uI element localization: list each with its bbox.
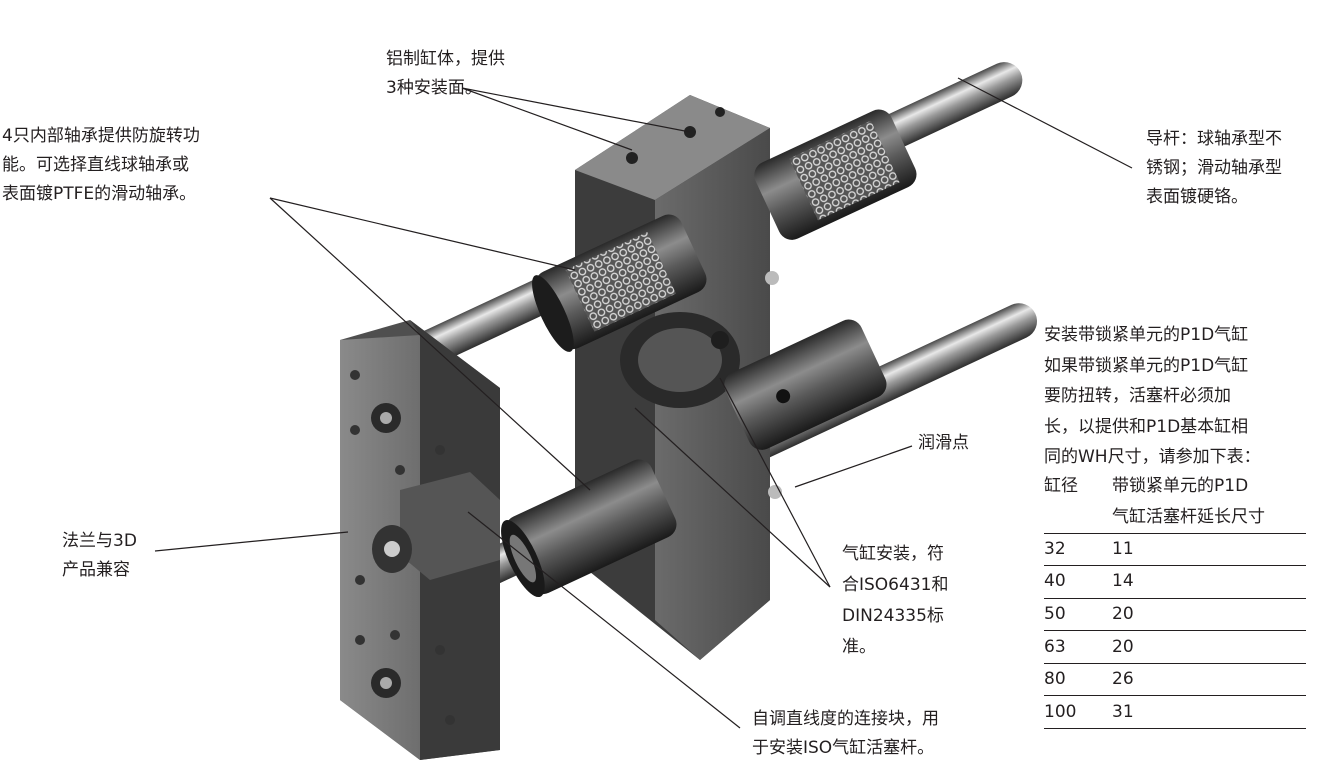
extension-cell: 20	[1112, 598, 1306, 632]
lower-bearing-rear	[724, 319, 887, 450]
extension-cell: 31	[1112, 695, 1306, 730]
callout-line: 导杆：球轴承型不	[1146, 129, 1282, 149]
callout-line: 铝制缸体，提供	[386, 49, 505, 69]
callout-line: 气缸安装，符	[842, 544, 944, 564]
callout-line: 准。	[842, 637, 876, 657]
callout-line: 能。可选择直线球轴承或	[2, 155, 189, 175]
callout-line: 于安装ISO气缸活塞杆。	[752, 738, 935, 758]
extension-cell: 14	[1112, 565, 1306, 599]
col-header-extension-line2: 气缸活塞杆延长尺寸	[1112, 501, 1306, 534]
bore-cell: 80	[1044, 663, 1112, 697]
note-title: 安装带锁紧单元的P1D气缸	[1044, 325, 1249, 345]
bore-cell: 63	[1044, 630, 1112, 664]
note-line: 长，以提供和P1D基本缸相	[1044, 416, 1249, 437]
callout-coupling-block: 自调直线度的连接块，用 于安装ISO气缸活塞杆。	[752, 705, 939, 763]
callout-line: 润滑点	[918, 433, 969, 453]
lower-bearing-front	[501, 459, 677, 598]
bore-cell: 32	[1044, 533, 1112, 567]
callout-line: 自调直线度的连接块，用	[752, 709, 939, 729]
callout-guide-rod: 导杆：球轴承型不 锈钢；滑动轴承型 表面镀硬铬。	[1146, 125, 1282, 212]
callout-line: 法兰与3D	[62, 531, 137, 551]
col-header-blank	[1044, 501, 1112, 534]
table-row: 50 20	[1044, 598, 1306, 632]
callout-line: 3种安装面。	[386, 78, 482, 98]
callout-flange: 法兰与3D 产品兼容	[62, 527, 137, 585]
rod-extension-table: 缸径 带锁紧单元的P1D 气缸活塞杆延长尺寸 32 11 40 14	[1044, 471, 1306, 730]
table-row: 32 11	[1044, 533, 1306, 567]
callout-line: 锈钢；滑动轴承型	[1146, 158, 1282, 178]
callout-line: 表面镀PTFE的滑动轴承。	[2, 184, 197, 204]
callout-line: 产品兼容	[62, 560, 130, 580]
callout-line: 合ISO6431和	[842, 575, 949, 595]
bore-cell: 100	[1044, 695, 1112, 730]
bore-cell: 50	[1044, 598, 1112, 632]
upper-bearing-rear	[754, 109, 917, 240]
flange-plate	[340, 320, 500, 760]
bore-cell: 40	[1044, 565, 1112, 599]
extension-cell: 26	[1112, 663, 1306, 697]
note-line: 要防扭转，活塞杆必须加	[1044, 386, 1231, 406]
extension-cell: 11	[1112, 533, 1306, 567]
col-header-extension: 带锁紧单元的P1D	[1112, 475, 1249, 496]
note-line: 同的WH尺寸，请参加下表：	[1044, 447, 1261, 467]
callout-aluminium-body: 铝制缸体，提供 3种安装面。	[386, 45, 505, 103]
leader-lines	[154, 77, 1133, 729]
table-row: 40 14	[1044, 565, 1306, 599]
callout-lube-point: 润滑点	[918, 429, 969, 458]
callout-internal-bearings: 4只内部轴承提供防旋转功 能。可选择直线球轴承或 表面镀PTFE的滑动轴承。	[2, 122, 200, 209]
table-row: 80 26	[1044, 663, 1306, 697]
callout-line: DIN24335标	[842, 606, 944, 626]
lock-unit-note: 安装带锁紧单元的P1D气缸 如果带锁紧单元的P1D气缸 要防扭转，活塞杆必须加 …	[1044, 320, 1306, 730]
note-line: 如果带锁紧单元的P1D气缸	[1044, 355, 1249, 376]
table-row: 63 20	[1044, 630, 1306, 664]
callout-line: 4只内部轴承提供防旋转功	[2, 126, 200, 146]
upper-bearing-front	[532, 214, 707, 352]
table-row: 100 31	[1044, 695, 1306, 730]
col-header-bore: 缸径	[1044, 475, 1078, 496]
callout-cylinder-mount: 气缸安装，符 合ISO6431和 DIN24335标 准。	[842, 539, 948, 663]
callout-line: 表面镀硬铬。	[1146, 187, 1248, 207]
extension-cell: 20	[1112, 630, 1306, 664]
